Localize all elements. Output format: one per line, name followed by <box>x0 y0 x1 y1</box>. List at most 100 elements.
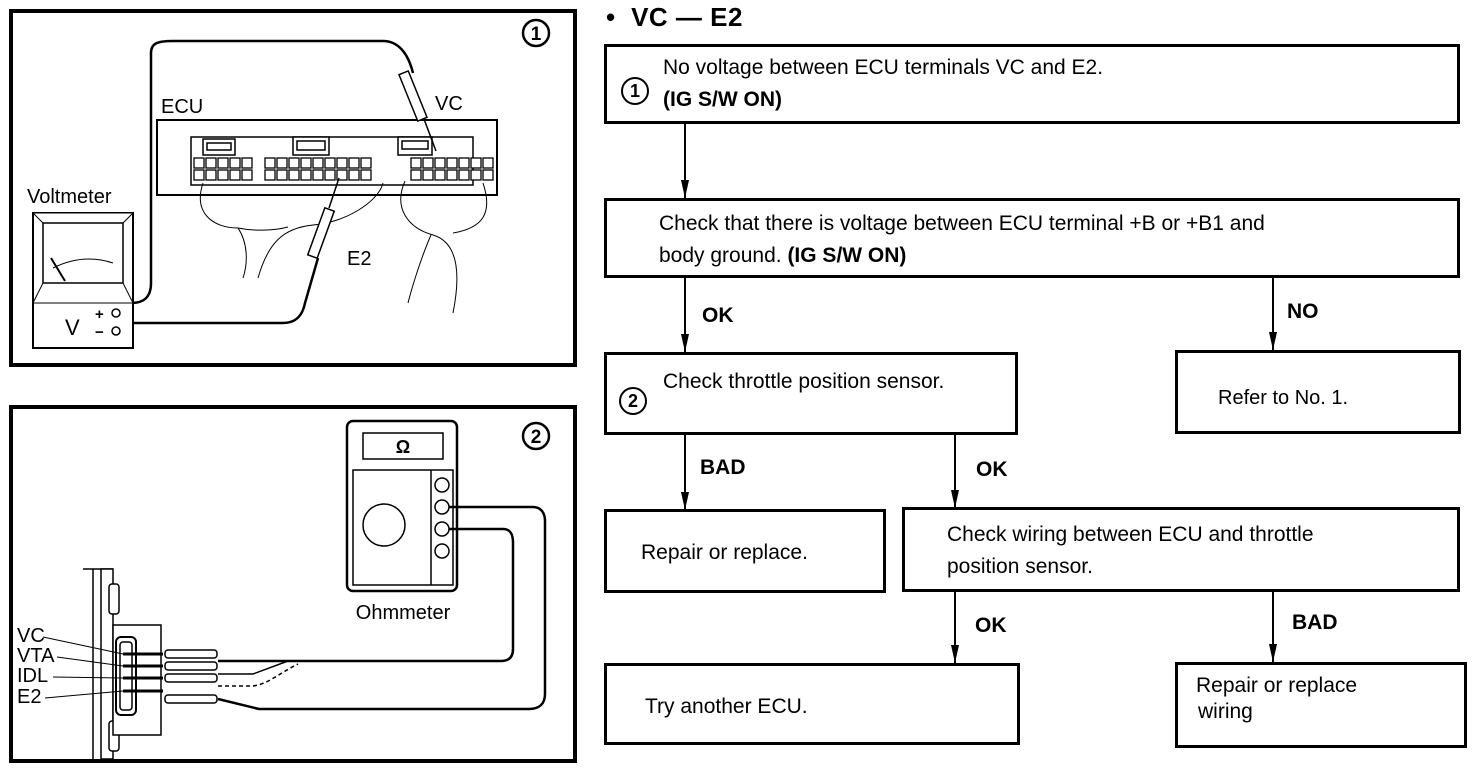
ecu-pin <box>276 169 288 181</box>
ecu-pin <box>241 157 253 169</box>
check-voltage-line1: Check that there is voltage between ECU … <box>659 212 1265 235</box>
figure-number: 2 <box>531 427 542 448</box>
throttle-position-sensor <box>83 568 218 760</box>
plus-terminal <box>111 308 121 318</box>
figure-number-badge: 1 <box>521 18 551 48</box>
ecu-pin <box>336 169 348 181</box>
ecu-pin <box>288 169 300 181</box>
arrowhead <box>1269 644 1277 662</box>
repair-wiring-box: Repair or replace wiring <box>1175 662 1467 748</box>
terminal-labels: VC VTA IDL E2 <box>17 625 124 708</box>
figure-number: 1 <box>531 24 542 45</box>
ecu-pin <box>360 169 372 181</box>
wire-harness <box>199 180 488 314</box>
plus-terminal-label: + <box>95 306 104 323</box>
voltmeter-symbol: V <box>65 315 80 340</box>
ecu-pin <box>482 157 494 169</box>
check-wiring-line1: Check wiring between ECU and throttle <box>947 523 1314 546</box>
ohmmeter-display <box>362 432 444 460</box>
edge-label-bad: BAD <box>1292 611 1338 634</box>
ecu-pin <box>324 157 336 169</box>
ohmmeter-leads <box>217 505 547 711</box>
check-voltage-condition: (IG S/W ON) <box>787 244 907 267</box>
figure-2-illustration: 2 Ω Ohmmeter <box>17 419 551 760</box>
repair-replace-box: Repair or replace. <box>604 509 886 593</box>
check-voltage-box: Check that there is voltage between ECU … <box>604 198 1460 278</box>
ecu-pin <box>410 157 422 169</box>
repair-wiring-line2: wiring <box>1198 700 1253 723</box>
terminal-label-e2: E2 <box>17 686 41 708</box>
ecu-pin <box>324 169 336 181</box>
ecu-pin <box>276 157 288 169</box>
meter-needle <box>50 257 66 282</box>
ecu-pin <box>410 169 422 181</box>
edge-label-ok: OK <box>975 614 1007 637</box>
ohmmeter-dial <box>362 503 406 547</box>
arrowhead <box>681 334 689 352</box>
ecu-unit <box>156 119 498 196</box>
try-another-ecu-text: Try another ECU. <box>645 695 808 718</box>
arrowhead <box>951 490 959 508</box>
ecu-pin <box>217 157 229 169</box>
ecu-connector-pins <box>193 157 494 181</box>
title-text: VC — E2 <box>631 2 743 32</box>
ecu-pin <box>434 157 446 169</box>
ecu-pin <box>348 169 360 181</box>
terminal-label-idl: IDL <box>17 665 48 687</box>
step-1-box: 1 No voltage between ECU terminals VC an… <box>604 44 1460 124</box>
ecu-pin <box>348 157 360 169</box>
probe-tip <box>164 661 218 671</box>
ecu-pin <box>336 157 348 169</box>
ecu-pin <box>446 157 458 169</box>
terminal-label-vta: VTA <box>17 645 55 667</box>
ecu-pin <box>482 169 494 181</box>
ohmmeter: Ω Ohmmeter <box>345 419 459 624</box>
minus-terminal-label: − <box>95 324 104 341</box>
vc-probe <box>130 39 437 305</box>
ecu-pin <box>205 157 217 169</box>
ecu-label: ECU <box>161 96 203 118</box>
e2-label: E2 <box>347 248 371 270</box>
step-1-condition: (IG S/W ON) <box>663 88 782 111</box>
step-2-box: 2 Check throttle position sensor. <box>604 352 1018 435</box>
ecu-pin <box>434 169 446 181</box>
ecu-pin <box>446 169 458 181</box>
ecu-pin <box>470 169 482 181</box>
ecu-pin <box>300 169 312 181</box>
check-wiring-box: Check wiring between ECU and throttle po… <box>902 507 1460 592</box>
probe-tip <box>164 673 218 683</box>
ecu-pin <box>422 169 434 181</box>
ohm-symbol: Ω <box>396 437 410 457</box>
arrowhead <box>681 180 689 198</box>
figure-2-ohmmeter-sensor: 2 Ω Ohmmeter <box>9 405 577 763</box>
check-wiring-line2: position sensor. <box>947 555 1093 578</box>
minus-terminal <box>111 326 121 336</box>
ecu-pin <box>241 169 253 181</box>
vc-label: VC <box>435 93 463 115</box>
figure-1-illustration: 1 ECU VC E2 Voltmeter <box>27 18 551 349</box>
arrowhead <box>951 645 959 663</box>
edge-label-no: NO <box>1287 300 1319 323</box>
ohmmeter-label: Ohmmeter <box>356 602 451 624</box>
edge-label-ok: OK <box>976 458 1008 481</box>
ecu-pin <box>458 169 470 181</box>
edge-label-ok: OK <box>702 304 734 327</box>
arrowhead <box>681 492 689 510</box>
page-title: • VC — E2 <box>606 2 743 33</box>
probe-tip <box>164 694 218 704</box>
ecu-pin <box>312 157 324 169</box>
probe-tip <box>164 649 218 659</box>
figure-number-badge: 2 <box>521 421 551 451</box>
repair-wiring-line1: Repair or replace <box>1196 674 1358 697</box>
e2-probe <box>131 177 340 325</box>
voltmeter-label: Voltmeter <box>27 186 112 208</box>
ecu-pin <box>360 157 372 169</box>
refer-box: Refer to No. 1. <box>1175 350 1461 434</box>
step-1-description: No voltage between ECU terminals VC and … <box>663 56 1104 79</box>
voltmeter: V + − <box>31 212 135 349</box>
ecu-pin <box>422 157 434 169</box>
title-bullet: • <box>606 2 616 32</box>
step-2-description: Check throttle position sensor. <box>663 370 945 393</box>
refer-text: Refer to No. 1. <box>1218 387 1349 409</box>
ecu-pin <box>205 169 217 181</box>
